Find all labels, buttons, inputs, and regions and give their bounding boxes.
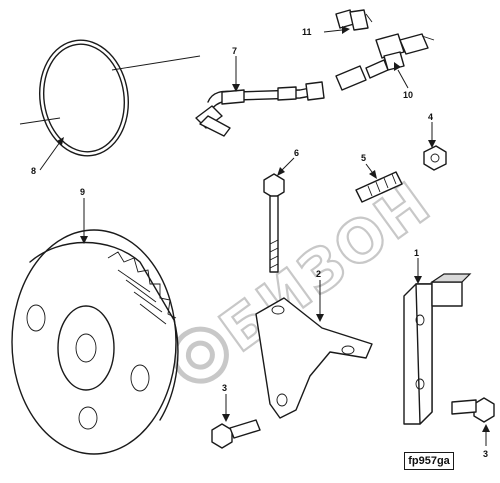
part-bracket [255, 297, 373, 419]
part-stud [355, 171, 403, 203]
part-bolt-right [451, 397, 495, 423]
part-connector-fitting [335, 9, 373, 31]
callout-2: 2 [316, 269, 321, 279]
callout-7: 7 [232, 46, 237, 56]
callout-10: 10 [403, 90, 413, 100]
part-seal-ring [19, 39, 201, 157]
gear-teeth [107, 251, 177, 325]
callout-5: 5 [361, 153, 366, 163]
callout-8: 8 [31, 166, 36, 176]
part-bolt-left [211, 419, 261, 449]
callout-11: 11 [302, 27, 312, 37]
callout-labels: 8 9 7 11 10 4 5 6 1 2 3 3 [31, 27, 488, 459]
part-fuel-tube [195, 59, 389, 137]
part-nut [423, 145, 447, 171]
callout-3-left: 3 [222, 383, 227, 393]
callout-4: 4 [428, 112, 433, 122]
leader-lines [39, 26, 490, 446]
figure-reference-code: fp957ga [404, 452, 454, 470]
part-gear [11, 229, 179, 455]
watermark-logo-icon [171, 326, 229, 384]
callout-6: 6 [294, 148, 299, 158]
part-tee-fitting [375, 33, 435, 71]
callout-3-right: 3 [483, 449, 488, 459]
callout-9: 9 [80, 187, 85, 197]
callout-1: 1 [414, 248, 419, 258]
part-long-bolt [263, 173, 285, 273]
part-plate [403, 273, 472, 425]
